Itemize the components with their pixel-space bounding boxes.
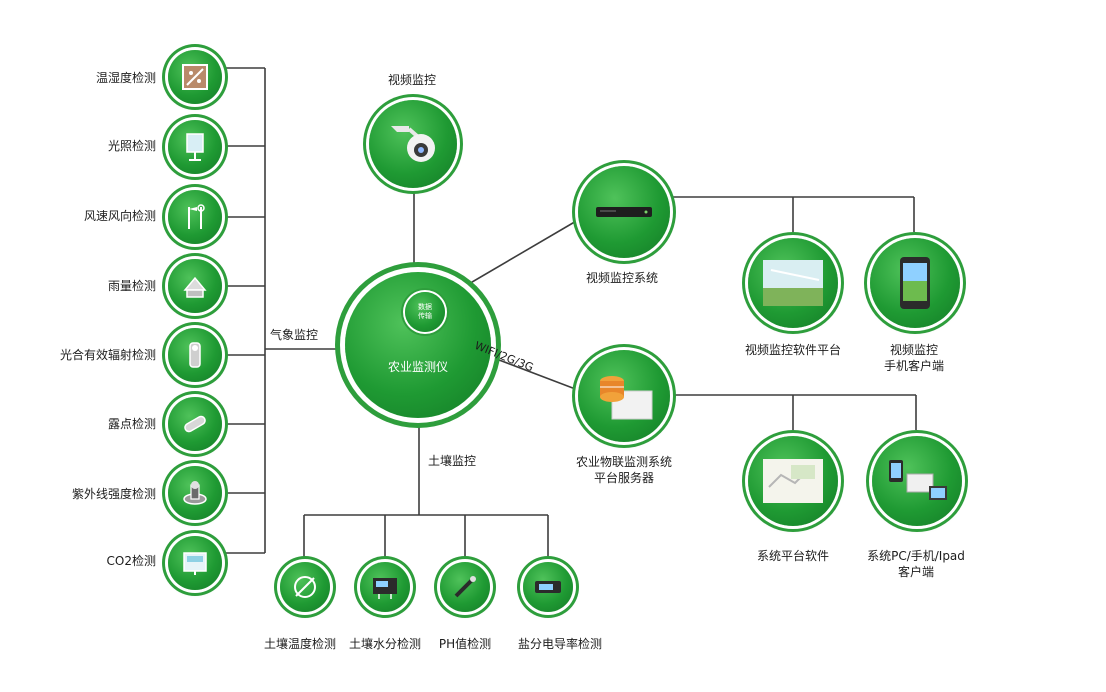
agri-monitor-hub[interactable]: 数据传输 农业监测仪	[345, 272, 491, 418]
dew-point-sensor-icon[interactable]	[168, 397, 222, 451]
par-sensor-icon[interactable]	[168, 328, 222, 382]
sensor-label-light: 光照检测	[107, 139, 156, 153]
weather-monitoring-label: 气象监控	[270, 328, 319, 342]
video-software-platform-icon[interactable]	[748, 238, 838, 328]
sensor-label-co2: CO2检测	[106, 554, 156, 568]
iot-server-icon[interactable]	[578, 350, 670, 442]
system-platform-software-icon[interactable]	[748, 436, 838, 526]
sensor-label-wind: 风速风向检测	[83, 209, 156, 223]
iot-server-label: 农业物联监测系统 平台服务器	[575, 455, 673, 485]
system-platform-software-label: 系统平台软件	[756, 549, 830, 563]
video-mobile-client-label: 视频监控 手机客户端	[883, 343, 945, 373]
sensor-label-uv: 紫外线强度检测	[71, 487, 156, 501]
badge-line-2: 传输	[418, 312, 432, 320]
light-sensor-icon[interactable]	[168, 120, 222, 174]
sensor-label-dew-point: 露点检测	[107, 417, 156, 431]
camera-label: 视频监控	[387, 73, 437, 87]
soil-temperature-label: 土壤温度检测	[263, 637, 337, 651]
video-software-platform-label: 视频监控软件平台	[744, 343, 842, 357]
uv-sensor-icon[interactable]	[168, 466, 222, 520]
ph-sensor-icon[interactable]	[440, 562, 490, 612]
data-transmission-badge: 数据传输	[405, 292, 445, 332]
hub-label: 农业监测仪	[387, 360, 449, 374]
sensor-label-temp-humidity: 温湿度检测	[95, 71, 156, 85]
camera-icon[interactable]	[369, 100, 457, 188]
wind-sensor-icon[interactable]	[168, 190, 222, 244]
soil-moisture-sensor-icon[interactable]	[360, 562, 410, 612]
video-system-label: 视频监控系统	[585, 271, 659, 285]
sensor-label-par: 光合有效辐射检测	[59, 348, 156, 362]
soil-monitoring-label: 土壤监控	[428, 454, 477, 468]
co2-sensor-icon[interactable]	[168, 536, 222, 590]
system-pc-mobile-ipad-client-icon[interactable]	[872, 436, 962, 526]
salinity-conductivity-sensor-icon[interactable]	[523, 562, 573, 612]
soil-moisture-label: 土壤水分检测	[348, 637, 422, 651]
temp-humidity-sensor-icon[interactable]	[168, 50, 222, 104]
soil-temperature-sensor-icon[interactable]	[280, 562, 330, 612]
salinity-conductivity-label: 盐分电导率检测	[517, 637, 603, 651]
rain-gauge-icon[interactable]	[168, 259, 222, 313]
video-recorder-icon[interactable]	[578, 166, 670, 258]
system-pc-mobile-ipad-client-label: 系统PC/手机/Ipad 客户端	[867, 549, 965, 579]
sensor-label-rain: 雨量检测	[107, 279, 156, 293]
video-mobile-client-icon[interactable]	[870, 238, 960, 328]
ph-label: PH值检测	[438, 637, 492, 651]
badge-line-1: 数据	[418, 303, 432, 311]
